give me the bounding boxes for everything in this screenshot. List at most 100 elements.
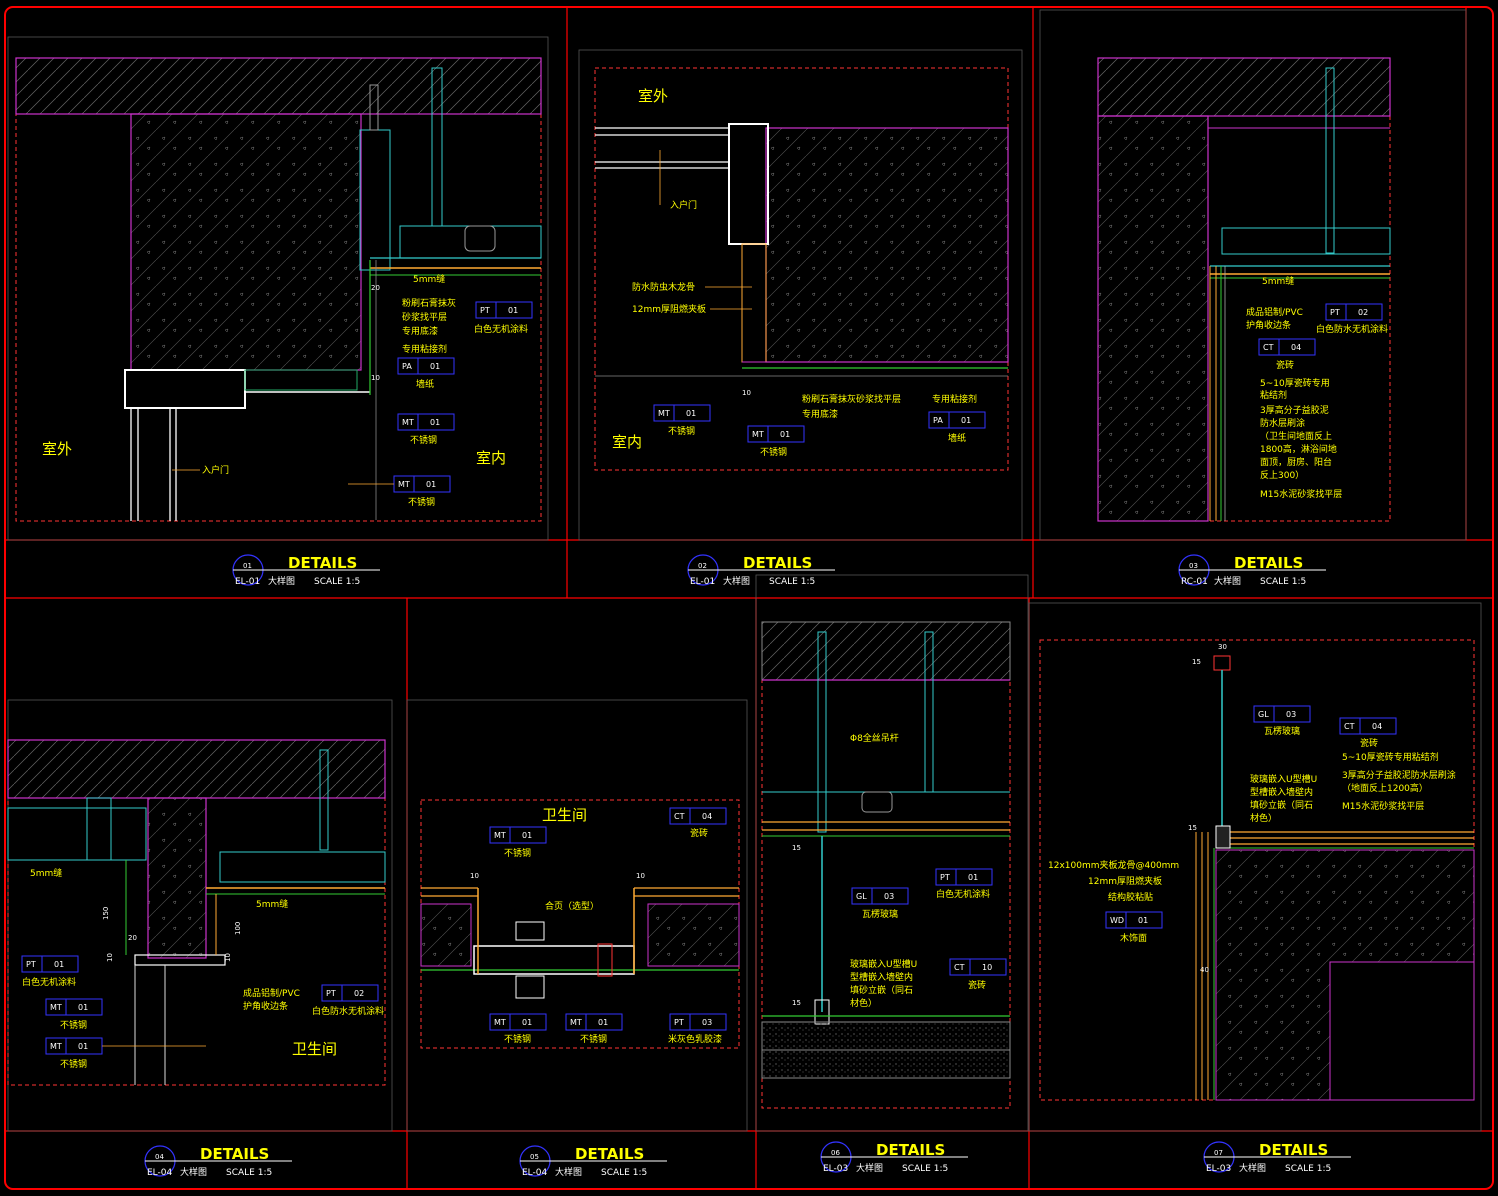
detail-scale: SCALE 1:5 [314,577,360,587]
label-waterproof-paint: 白色防水无机涂料 [1316,323,1388,335]
panel-02-frame [594,67,1009,471]
detail-title: DETAILS [876,1141,945,1159]
title-block-07: 07 DETAILS EL-03 大样图 SCALE 1:5 [1203,1141,1351,1174]
label-latex-paint: 米灰色乳胶漆 [668,1033,722,1045]
label-stainless-a: 不锈钢 [60,1019,87,1031]
dim-15b: 15 [792,999,801,1007]
label-primer: 专用底漆 [802,408,838,420]
tag-num: 03 [884,892,894,901]
label-tile: 瓷砖 [1276,359,1294,371]
tag-code: MT [402,418,414,427]
label-plywood-keel: 12x100mm夹板龙骨@400mm [1048,859,1179,871]
detail-scale: SCALE 1:5 [769,577,815,587]
detail-scale: SCALE 1:5 [1285,1164,1331,1174]
detail-title: DETAILS [743,554,812,572]
label-inside: 室内 [612,433,642,451]
detail-name: 大样图 [268,575,295,587]
label-ribbed-glass: 瓦楞玻璃 [1264,725,1300,737]
detail-scale: SCALE 1:5 [226,1168,272,1178]
panel-04-frame [7,739,386,1086]
label-bathroom: 卫生间 [292,1040,337,1058]
label-tile-adhesive-2: 粘结剂 [1260,389,1287,401]
tag-code: MT [570,1018,582,1027]
detail-scale: SCALE 1:5 [1260,577,1306,587]
detail-number: 05 [530,1153,539,1161]
label-outside: 室外 [638,87,668,105]
label-tile-adhesive: 5~10厚瓷砖专用粘结剂 [1342,751,1439,763]
tag-code: CT [1263,343,1274,352]
tag-code: PA [402,362,412,371]
detail-number: 01 [243,562,252,570]
panel-07-frame [1039,639,1475,1101]
tag-code: PT [480,306,490,315]
tag-code: MT [494,1018,506,1027]
dim-10: 10 [106,953,114,962]
label-shadow-gap: 5mm缝 [1262,275,1294,287]
label-cement-mortar: M15水泥砂浆找平层 [1260,488,1342,500]
tag-code: PT [1330,308,1340,317]
label-white-paint: 白色无机涂料 [22,976,76,988]
detail-ref: EL-01 [235,577,260,587]
label-cement-mortar: M15水泥砂浆找平层 [1342,800,1424,812]
tag-code: GL [1258,710,1269,719]
label-white-paint: 白色无机涂料 [474,323,528,335]
label-waterproof-3: （卫生间地面反上 [1260,430,1332,442]
tag-code: MT [398,480,410,489]
label-waterproof-5: 面顶，厨房、阳台 [1260,456,1332,468]
tag-num: 01 [78,1042,88,1051]
title-block-04: 04 DETAILS EL-04 大样图 SCALE 1:5 [144,1145,292,1178]
dim-15: 15 [792,844,801,852]
label-u-channel-4: 材色） [1250,812,1277,824]
detail-ref: EL-03 [1206,1164,1231,1174]
title-block-06: 06 DETAILS EL-03 大样图 SCALE 1:5 [820,1141,968,1174]
tag-code: CT [674,812,685,821]
label-corner-trim-2: 护角收边条 [1246,319,1291,331]
tag-num: 04 [1291,343,1301,352]
label-u-channel-3: 填砂立嵌（同石 [1250,799,1313,811]
label-white-paint: 白色无机涂料 [936,888,990,900]
label-waterproof-4: 1800高，淋浴间地 [1260,443,1337,455]
label-bathroom: 卫生间 [542,806,587,824]
tag-code: MT [658,409,670,418]
tag-num: 01 [1138,916,1148,925]
detail-name: 大样图 [723,575,750,587]
tag-num: 03 [702,1018,712,1027]
tag-num: 02 [1358,308,1368,317]
label-stainless-b: 不锈钢 [760,446,787,458]
label-entry-door: 入户门 [202,464,229,476]
label-inside: 室内 [476,449,506,467]
label-plywood: 12mm厚阻燃夹板 [1088,875,1162,887]
label-adhesive: 专用粘接剂 [932,393,977,405]
tag-num: 01 [78,1003,88,1012]
label-u-channel-1: 玻璃嵌入U型槽U [850,958,917,970]
detail-name: 大样图 [856,1162,883,1174]
label-stainless-b: 不锈钢 [408,496,435,508]
dim-20: 20 [371,284,380,292]
dim-15b: 15 [1188,824,1197,832]
tag-num: 10 [982,963,992,972]
label-adhesive: 专用粘接剂 [402,343,447,355]
detail-title: DETAILS [1259,1141,1328,1159]
label-corner-trim-2: 护角收边条 [243,1000,288,1012]
tag-code: PA [933,416,943,425]
tag-code: PT [326,989,336,998]
label-mortar: 砂浆找平层 [402,311,447,323]
label-stainless-b: 不锈钢 [60,1058,87,1070]
tag-code: MT [50,1042,62,1051]
detail-ref: EL-01 [690,577,715,587]
tag-code: PT [26,960,36,969]
label-waterproof-1: 3厚高分子益胶泥 [1260,404,1329,416]
